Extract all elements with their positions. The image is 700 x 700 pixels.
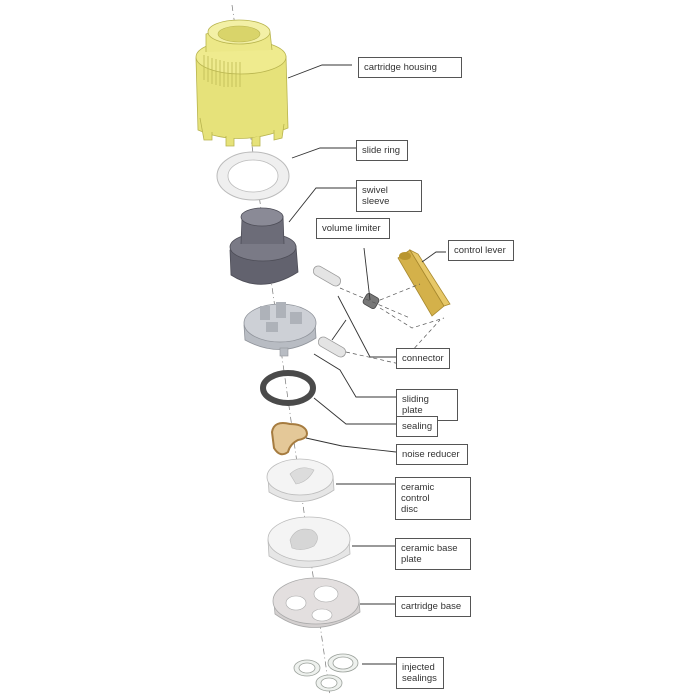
slide-ring-part xyxy=(216,151,290,201)
label-sliding-plate: sliding plate xyxy=(396,389,458,421)
noise-reducer-part xyxy=(270,422,308,456)
label-slide-ring: slide ring xyxy=(356,140,408,161)
label-ceramic-base-plate: ceramic base plate xyxy=(395,538,471,570)
label-connector: connector xyxy=(396,348,450,369)
sliding-plate-part xyxy=(243,302,317,357)
control-lever-part xyxy=(397,249,451,317)
label-noise-reducer: noise reducer xyxy=(396,444,468,465)
injected-sealings-part xyxy=(293,653,359,692)
swivel-sleeve-part xyxy=(229,207,299,285)
label-cartridge-housing: cartridge housing xyxy=(358,57,462,78)
label-swivel-sleeve: swivel sleeve xyxy=(356,180,422,212)
cartridge-housing-part xyxy=(195,19,289,147)
volume-limiter-part xyxy=(312,265,380,358)
ceramic-base-plate-part xyxy=(267,516,351,568)
ceramic-control-disc-part xyxy=(266,458,335,502)
label-sealing: sealing xyxy=(396,416,438,437)
label-control-lever: control lever xyxy=(448,240,514,261)
label-cartridge-base: cartridge base xyxy=(395,596,471,617)
label-injected-sealings: injected sealings xyxy=(396,657,444,689)
assembly-guides xyxy=(339,283,445,365)
cartridge-base-part xyxy=(272,577,361,628)
sealing-part xyxy=(260,370,316,406)
label-volume-limiter: volume limiter xyxy=(316,218,390,239)
label-ceramic-control-disc: ceramic control disc xyxy=(395,477,471,520)
